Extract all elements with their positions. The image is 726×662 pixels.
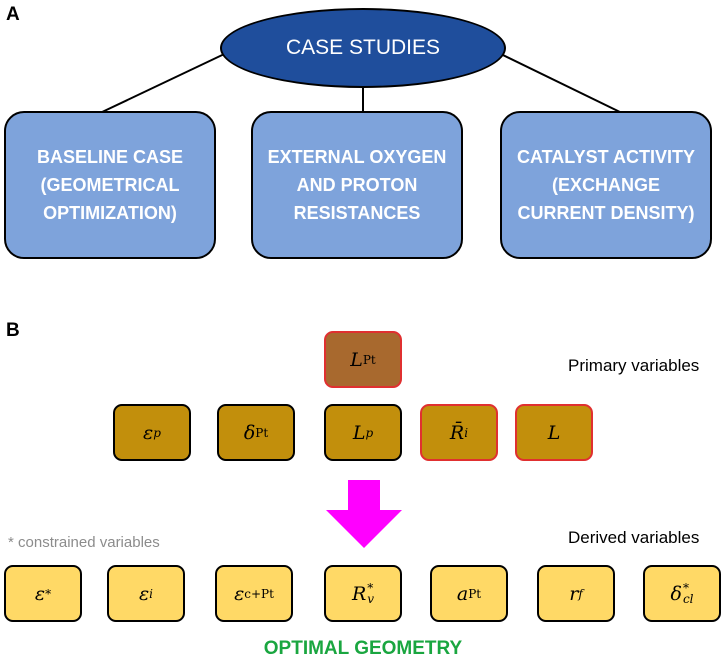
var-r-v-star: R*v (324, 565, 402, 622)
constrained-note: * constrained variables (8, 534, 160, 551)
derived-variables-label: Derived variables (568, 528, 700, 547)
case-box-external-resistances: EXTERNAL OXYGEN AND PROTON RESISTANCES (251, 111, 463, 259)
case-studies-root: CASE STUDIES (220, 8, 506, 88)
optimal-geometry-label: OPTIMAL GEOMETRY (263, 638, 463, 659)
case-studies-title: CASE STUDIES (285, 36, 441, 59)
case-box-catalyst-activity: CATALYST ACTIVITY (EXCHANGE CURRENT DENS… (500, 111, 712, 259)
var-r-bar-i: R̄i (420, 404, 498, 461)
primary-variables-label: Primary variables (568, 356, 700, 375)
panel-b-label: B (6, 320, 20, 341)
panel-a-label: A (6, 4, 20, 25)
down-arrow-icon (326, 480, 402, 548)
var-l: L (515, 404, 593, 461)
var-epsilon-star: ε* (4, 565, 82, 622)
var-delta-cl-star: δ*cl (643, 565, 721, 622)
case-box-baseline: BASELINE CASE (GEOMETRICAL OPTIMIZATION) (4, 111, 216, 259)
